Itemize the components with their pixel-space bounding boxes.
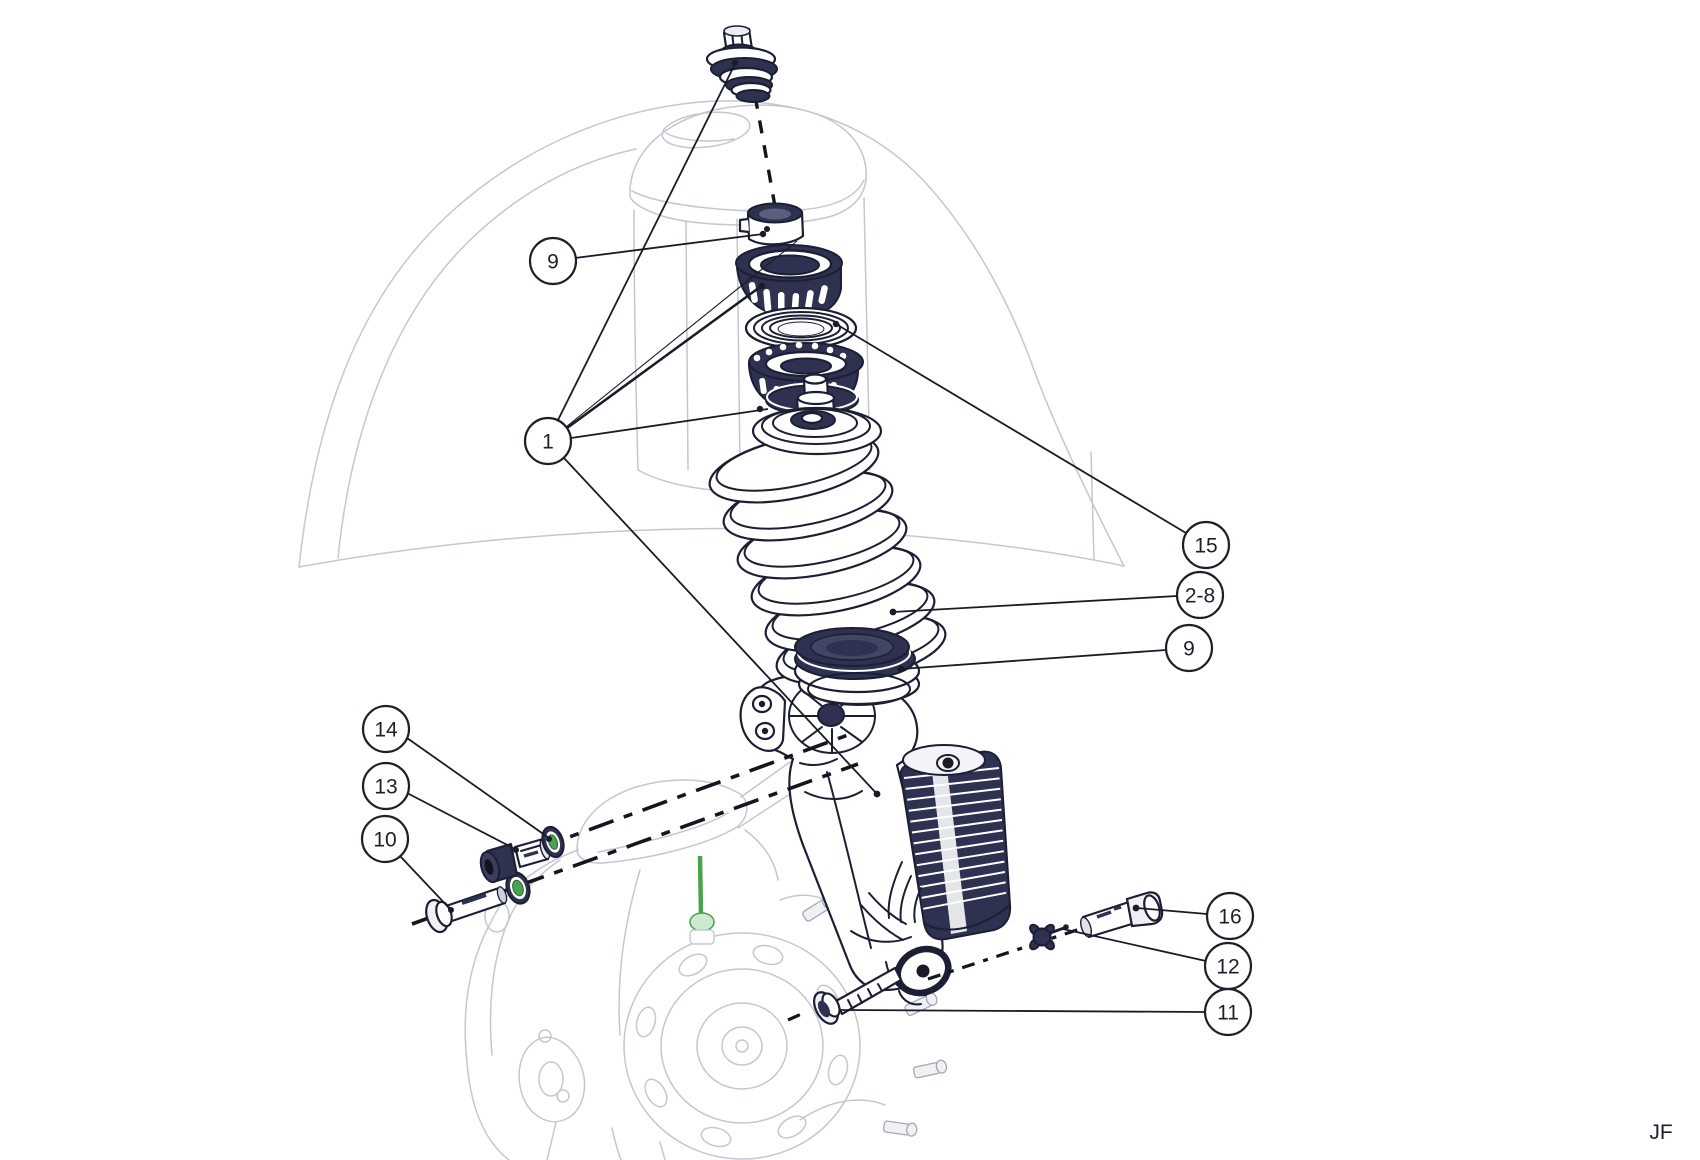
washer-10 [505, 871, 531, 905]
callout-label: 13 [374, 776, 397, 799]
callout-label: 2-8 [1185, 585, 1215, 608]
callout-9-upper: 9 [528, 236, 578, 286]
leader-lines [399, 59, 1208, 1013]
callout-16: 16 [1205, 891, 1255, 941]
callout-label: 10 [373, 829, 396, 852]
callout-9-lower: 9 [1164, 623, 1214, 673]
wheel-stud [912, 1059, 948, 1079]
callout-10: 10 [360, 814, 410, 864]
signature: JF [1649, 1121, 1672, 1144]
callout-1: 1 [523, 416, 573, 466]
callout-11: 11 [1203, 987, 1253, 1037]
callout-label: 14 [374, 719, 398, 742]
callout-label: 11 [1217, 1002, 1239, 1025]
upper-bearing-cage [735, 244, 843, 318]
bolt-16 [1080, 891, 1164, 939]
bearing-collar [738, 202, 805, 246]
bolt-13 [479, 837, 551, 884]
lower-spring-seat [793, 627, 921, 706]
callout-label: 1 [542, 431, 554, 454]
callout-12: 12 [1203, 941, 1253, 991]
callout-13: 13 [361, 761, 411, 811]
wheel-stud [882, 1120, 918, 1137]
bleed-screw [689, 855, 715, 945]
bolt-11 [812, 966, 903, 1025]
callout-label: 12 [1216, 956, 1239, 979]
callout-2-8: 2-8 [1175, 570, 1225, 620]
spring-retainer [751, 373, 883, 456]
callouts: 9 1 15 2-8 9 14 13 10 16 12 11 [360, 236, 1255, 1037]
top-mount-bushing [705, 25, 778, 103]
reservoir [860, 744, 1012, 941]
callout-label: 16 [1218, 906, 1241, 929]
seal-ring [744, 306, 858, 350]
callout-15: 15 [1181, 520, 1231, 570]
clip-12 [1029, 923, 1069, 951]
callout-label: 9 [547, 251, 559, 274]
callout-14: 14 [361, 704, 411, 754]
callout-label: 9 [1183, 638, 1195, 661]
fender-ghost [298, 100, 1125, 568]
callout-label: 15 [1194, 535, 1217, 558]
